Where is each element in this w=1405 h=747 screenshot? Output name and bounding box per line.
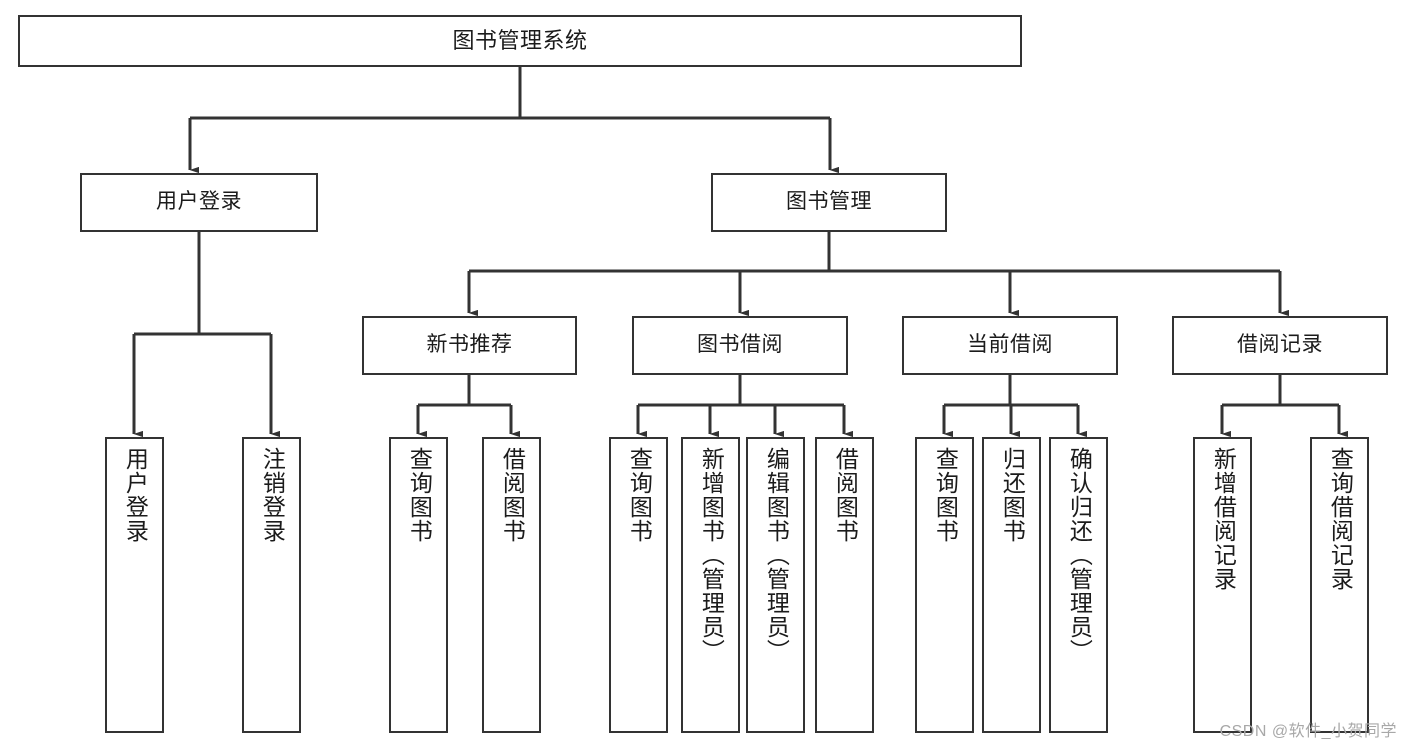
node-root[interactable]: 图书管理系统 [18,15,1022,67]
node-leaf-query-book-2[interactable]: 查询图书 [609,437,668,733]
node-borrow-record[interactable]: 借阅记录 [1172,316,1388,375]
node-leaf-add-book[interactable]: 新增图书（管理员） [681,437,740,733]
node-root-label: 图书管理系统 [452,28,588,54]
node-leaf-query-book-1-label: 查询图书 [406,447,433,543]
node-book-borrow[interactable]: 图书借阅 [632,316,848,375]
node-leaf-borrow-book-2[interactable]: 借阅图书 [815,437,874,733]
node-leaf-query-record[interactable]: 查询借阅记录 [1310,437,1369,733]
node-leaf-query-book-2-label: 查询图书 [626,447,653,543]
node-leaf-query-book-1[interactable]: 查询图书 [389,437,448,733]
node-leaf-query-record-label: 查询借阅记录 [1327,447,1354,591]
node-leaf-confirm-return[interactable]: 确认归还（管理员） [1049,437,1108,733]
node-book-management[interactable]: 图书管理 [711,173,947,232]
node-borrow-record-label: 借阅记录 [1237,333,1323,357]
node-leaf-add-record-label: 新增借阅记录 [1210,447,1237,591]
node-book-management-label: 图书管理 [786,190,872,214]
node-leaf-logout-label: 注销登录 [259,447,286,543]
node-leaf-edit-book-label: 编辑图书（管理员） [763,447,790,663]
node-user-login[interactable]: 用户登录 [80,173,318,232]
node-book-borrow-label: 图书借阅 [697,333,783,357]
node-new-book-recommend[interactable]: 新书推荐 [362,316,577,375]
node-leaf-user-login[interactable]: 用户登录 [105,437,164,733]
node-current-borrow[interactable]: 当前借阅 [902,316,1118,375]
csdn-watermark: CSDN @软件_小贺同学 [1219,723,1397,740]
node-current-borrow-label: 当前借阅 [967,333,1053,357]
node-leaf-query-book-3[interactable]: 查询图书 [915,437,974,733]
node-leaf-query-book-3-label: 查询图书 [932,447,959,543]
node-user-login-label: 用户登录 [156,190,242,214]
node-leaf-add-book-label: 新增图书（管理员） [698,447,725,663]
node-leaf-add-record[interactable]: 新增借阅记录 [1193,437,1252,733]
node-leaf-borrow-book-1-label: 借阅图书 [499,447,526,543]
node-new-book-recommend-label: 新书推荐 [426,333,513,357]
node-leaf-edit-book[interactable]: 编辑图书（管理员） [746,437,805,733]
node-leaf-confirm-return-label: 确认归还（管理员） [1066,447,1093,663]
node-leaf-return-book-label: 归还图书 [999,447,1026,543]
node-leaf-user-login-label: 用户登录 [122,447,149,543]
node-leaf-borrow-book-2-label: 借阅图书 [832,447,859,543]
node-leaf-borrow-book-1[interactable]: 借阅图书 [482,437,541,733]
node-leaf-return-book[interactable]: 归还图书 [982,437,1041,733]
node-leaf-logout[interactable]: 注销登录 [242,437,301,733]
